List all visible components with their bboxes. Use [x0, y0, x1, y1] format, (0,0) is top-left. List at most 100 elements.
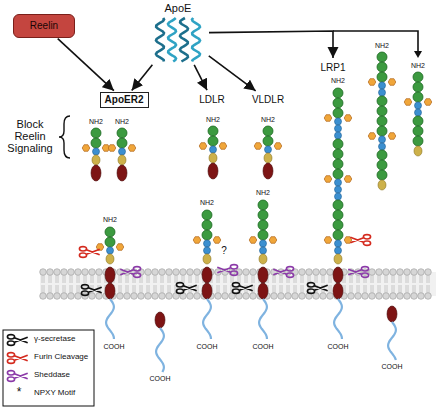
receptor-name: LRP1 [320, 62, 345, 74]
sugar-hexagon [324, 237, 332, 244]
terminus-label: NH2 [115, 118, 129, 126]
receptor-name: VLDLR [252, 94, 284, 106]
scissors-handle [176, 283, 183, 287]
lipid-head [173, 269, 180, 276]
sugar-hexagon [249, 237, 257, 244]
lipid-head [355, 293, 362, 300]
terminus-label: NH2 [375, 42, 389, 50]
ligand-binding-repeat [377, 106, 387, 116]
lipid-head [89, 293, 96, 300]
scissors-handle [286, 273, 293, 277]
lipid-tail [357, 275, 359, 293]
lipid-head [376, 269, 383, 276]
intracellular-fragment [387, 306, 397, 360]
scissors-blade [349, 270, 361, 275]
shed-ectodomain [404, 72, 432, 156]
binding-arrow [209, 56, 256, 91]
ligand-binding-repeat [333, 220, 343, 230]
lipid-tail [168, 275, 170, 293]
ligand-binding-repeat [333, 88, 343, 98]
scissors-blade [240, 286, 252, 291]
ligand-box: Reelin [13, 14, 75, 38]
lipid-head [390, 293, 397, 300]
lipid-head [180, 269, 187, 276]
lipid-head [75, 293, 82, 300]
ligand-binding-repeat [413, 82, 423, 92]
lipid-tail [378, 275, 380, 293]
sugar-hexagon [344, 115, 352, 122]
egf-repeat [335, 118, 342, 125]
ligand-binding-repeat [202, 210, 212, 220]
lipid-head [278, 293, 285, 300]
lipid-head [376, 293, 383, 300]
lipid-head [411, 293, 418, 300]
receptor-label: VLDLR [247, 92, 290, 108]
lipid-head [61, 293, 68, 300]
scissors-symbol [218, 265, 238, 276]
terminus-label: NH2 [331, 77, 345, 85]
scissors-handle [7, 335, 14, 339]
membrane-domain [333, 267, 343, 283]
terminus-label: COOH [382, 363, 403, 371]
lipid-tail [399, 275, 401, 293]
lipid-tail [343, 275, 345, 293]
ligand-name: ApoE [165, 2, 192, 15]
scissors-handle [81, 291, 88, 295]
cytoplasmic-tail [334, 299, 342, 339]
cytoplasmic-tail [203, 299, 211, 339]
alpha-helix [156, 18, 164, 62]
lipid-head [404, 293, 411, 300]
shed-ectodomain [199, 126, 227, 179]
scissors-handle [232, 289, 239, 293]
scissors-symbol [7, 335, 27, 346]
receptor-label: ApoER2 [100, 92, 149, 108]
cytoplasmic-tail [388, 322, 396, 360]
binding-arrow [194, 65, 207, 90]
ligand-binding-repeat [377, 160, 387, 170]
receptor-label: LDLR [194, 92, 230, 108]
lipid-tail [245, 275, 247, 293]
egf-repeat [260, 240, 267, 247]
ligand-binding-repeat [377, 150, 387, 160]
sugar-hexagon [388, 79, 396, 86]
lipid-head [299, 293, 306, 300]
lipid-head [138, 293, 145, 300]
scissors-handle [286, 267, 293, 271]
lipid-head [404, 269, 411, 276]
sugar-hexagon [193, 237, 201, 244]
sugar-hexagon [274, 143, 282, 150]
ligand-binding-repeat [202, 220, 212, 230]
ligand-binding-repeat [333, 108, 343, 118]
ligand-binding-repeat [413, 116, 423, 126]
alpha-helix [168, 18, 176, 62]
receptor [193, 210, 221, 339]
lipid-tail [217, 275, 219, 293]
scissors-blade [15, 356, 27, 361]
binding-arrow [58, 39, 114, 91]
lipid-head [390, 269, 397, 276]
ligand-binding-repeat [333, 139, 343, 149]
scissors-blade [315, 286, 327, 291]
egf-repeat [119, 148, 126, 155]
egf-repeat [335, 132, 342, 139]
lipid-head [425, 293, 432, 300]
scissors-blade [121, 270, 133, 275]
lipid-head [215, 293, 222, 300]
lipid-tail [280, 275, 282, 293]
scissors-blade [89, 288, 101, 293]
lipid-head [306, 269, 313, 276]
shed-ectodomain [108, 128, 136, 181]
scissors-handle [7, 353, 14, 357]
receptor [96, 227, 124, 339]
lipid-head [152, 293, 159, 300]
scissors-symbol [232, 283, 252, 294]
lipid-head [411, 269, 418, 276]
sugar-hexagon [213, 237, 221, 244]
ligand-binding-repeat [258, 210, 268, 220]
egf-repeat [107, 247, 114, 254]
lipid-head [89, 269, 96, 276]
lipid-head [54, 269, 61, 276]
scissors-handle [7, 377, 14, 381]
scissors-blade [274, 270, 286, 275]
